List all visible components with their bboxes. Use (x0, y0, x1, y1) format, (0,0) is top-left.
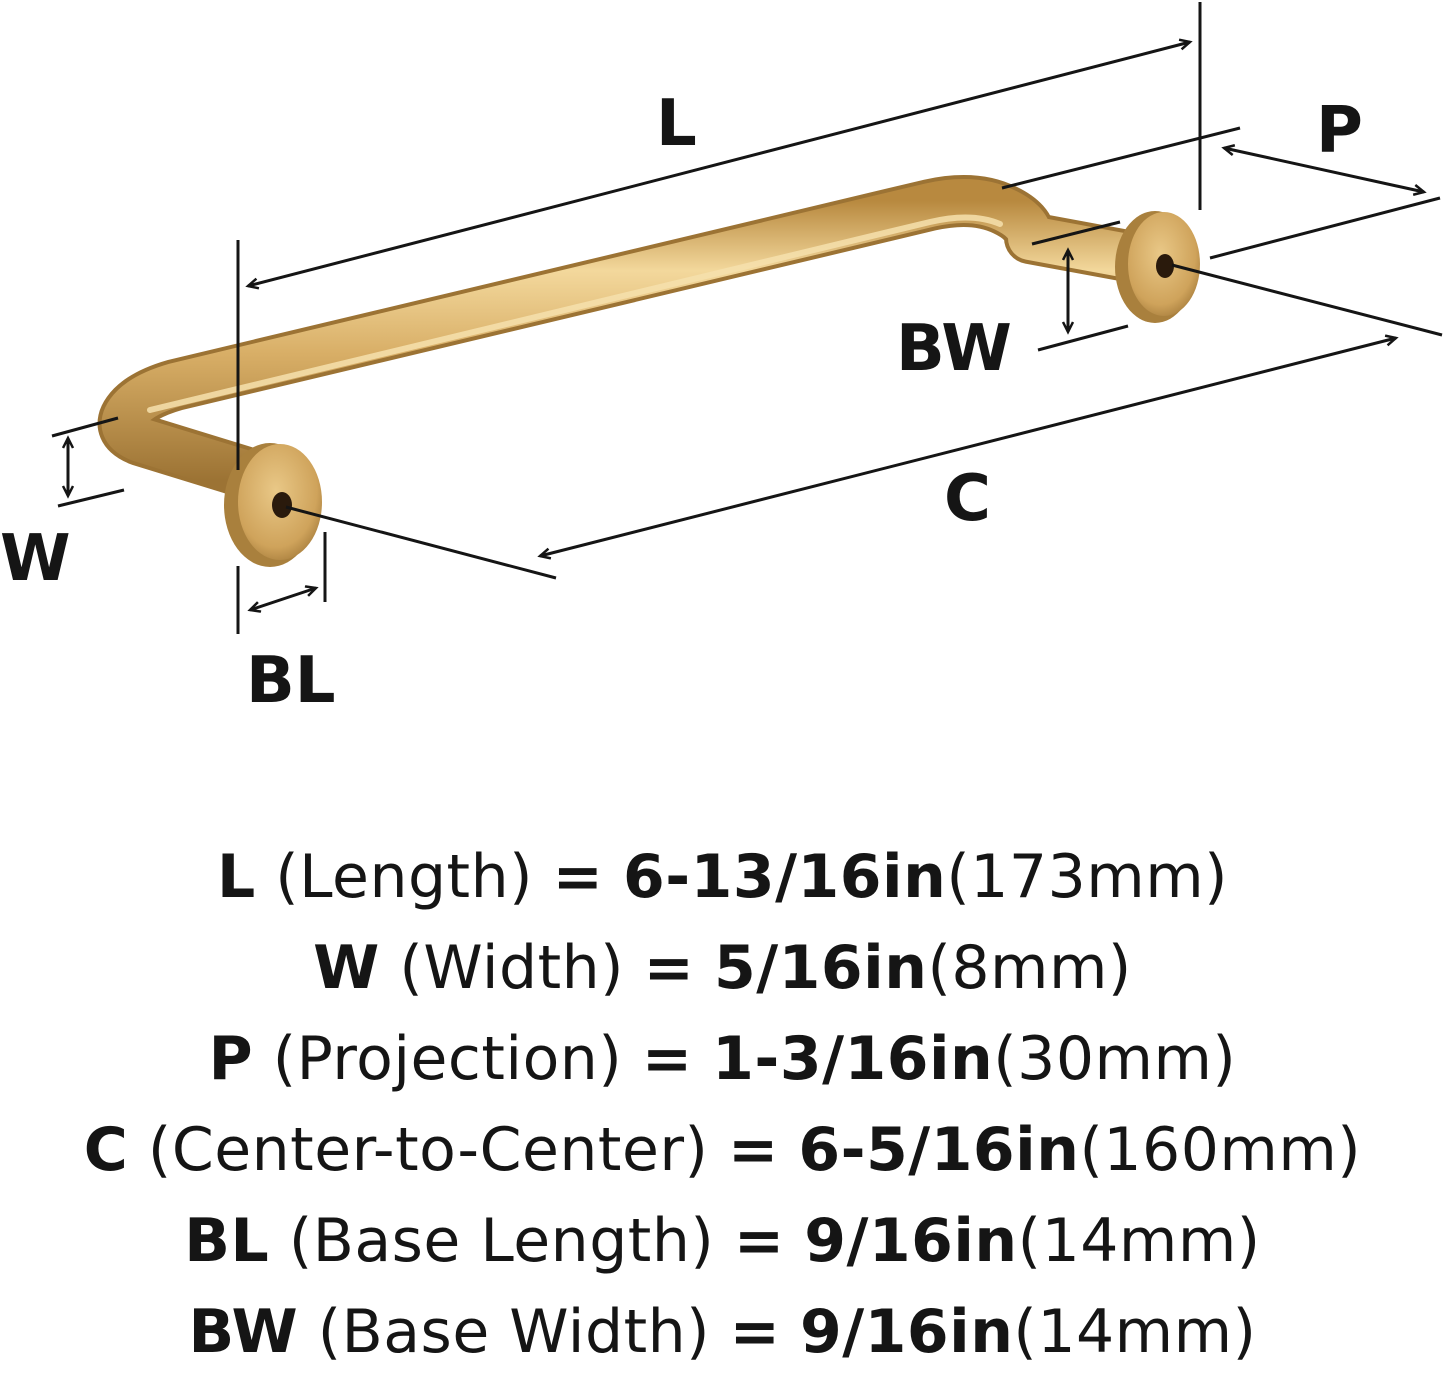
label-c: C (944, 462, 991, 536)
l-arrow (248, 42, 1190, 286)
spec-abbr: P (208, 1024, 254, 1094)
spec-name: (Width) (399, 933, 625, 1003)
spec-name: (Length) (275, 842, 534, 912)
spec-equals: = (643, 933, 695, 1003)
label-l: L (656, 87, 697, 161)
spec-metric: (160mm) (1079, 1115, 1362, 1185)
spec-imperial: 9/16in (804, 1206, 1018, 1276)
spec-row-center-to-center: C (Center-to-Center) = 6-5/16in(160mm) (0, 1105, 1445, 1196)
label-bl: BL (246, 644, 336, 718)
w-extension-top (51, 416, 119, 438)
label-bw: BW (896, 312, 1012, 386)
spec-equals: = (552, 842, 604, 912)
spec-name: (Projection) (272, 1024, 623, 1094)
bw-extension-top (1031, 220, 1121, 246)
c-arrow (540, 338, 1396, 556)
spec-row-length: L (Length) = 6-13/16in(173mm) (0, 832, 1445, 923)
spec-abbr: C (83, 1115, 129, 1185)
spec-equals: = (729, 1297, 781, 1367)
spec-imperial: 9/16in (799, 1297, 1014, 1367)
bw-extension-bottom (1037, 324, 1129, 352)
label-w: W (0, 522, 71, 596)
c-extension-right (1171, 263, 1443, 337)
spec-name: (Base Length) (288, 1206, 715, 1276)
spec-abbr: W (313, 933, 380, 1003)
handle-dimension-diagram: L P BW W C BL (0, 2, 1443, 718)
right-screw-hole (1156, 254, 1174, 278)
spec-imperial: 1-3/16in (712, 1024, 994, 1094)
spec-name: (Base Width) (317, 1297, 711, 1367)
w-extension-bottom (57, 488, 125, 508)
spec-row-projection: P (Projection) = 1-3/16in(30mm) (0, 1014, 1445, 1105)
label-p: P (1316, 94, 1363, 168)
spec-abbr: BL (184, 1206, 270, 1276)
specifications-list: L (Length) = 6-13/16in(173mm) W (Width) … (0, 832, 1445, 1378)
dimension-lines (51, 2, 1443, 634)
spec-metric: (173mm) (946, 842, 1229, 912)
spec-equals: = (641, 1024, 693, 1094)
spec-abbr: BW (188, 1297, 299, 1367)
left-base (224, 443, 322, 567)
spec-row-base-length: BL (Base Length) = 9/16in(14mm) (0, 1196, 1445, 1287)
right-base (1115, 211, 1200, 323)
p-extension-top (1001, 126, 1241, 190)
spec-metric: (30mm) (993, 1024, 1237, 1094)
spec-abbr: L (216, 842, 256, 912)
c-extension-left (285, 505, 557, 580)
spec-imperial: 6-13/16in (622, 842, 947, 912)
bl-arrow (250, 588, 316, 610)
spec-equals: = (733, 1206, 785, 1276)
spec-row-width: W (Width) = 5/16in(8mm) (0, 923, 1445, 1014)
spec-imperial: 6-5/16in (798, 1115, 1080, 1185)
spec-metric: (8mm) (927, 933, 1132, 1003)
spec-imperial: 5/16in (714, 933, 928, 1003)
spec-metric: (14mm) (1017, 1206, 1261, 1276)
p-extension-bottom (1209, 196, 1441, 260)
spec-equals: = (728, 1115, 779, 1185)
spec-row-base-width: BW (Base Width) = 9/16in(14mm) (0, 1287, 1445, 1378)
spec-name: (Center-to-Center) (147, 1115, 709, 1185)
spec-metric: (14mm) (1013, 1297, 1257, 1367)
p-arrow (1224, 148, 1424, 192)
left-screw-hole (272, 492, 292, 518)
cabinet-pull-handle (97, 175, 1200, 567)
